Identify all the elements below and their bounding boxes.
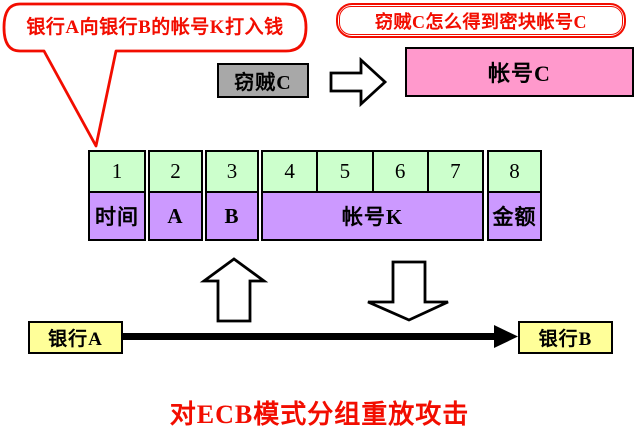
block-number-cell: 7 (426, 152, 482, 191)
thief-label: 窃贼C (234, 72, 292, 94)
block-number-cell: 5 (316, 152, 371, 191)
hollow-right-block-arrow-icon (329, 56, 388, 108)
block-number-cell: 1 (111, 159, 123, 183)
field-cell-time: 时间 (90, 193, 144, 239)
question-text: 窃贼C怎么得到密块帐号C (375, 11, 587, 32)
hollow-down-block-arrow-icon (367, 260, 449, 322)
block-number-cell: 6 (371, 152, 427, 191)
record-unit-receiver: 3 B (205, 150, 259, 241)
block-number-row: 8 (489, 152, 540, 193)
bank-b-label: 银行B (538, 329, 593, 350)
field-cell-account-k: 帐号K (263, 193, 482, 239)
hollow-up-block-arrow-icon (199, 257, 269, 323)
block-number-row: 3 (207, 152, 257, 193)
block-number-row: 1 (90, 152, 144, 193)
field-cell-a: A (150, 193, 201, 239)
callout-text: 银行A向银行B的帐号K打入钱 (26, 17, 284, 38)
block-number-cell: 3 (226, 159, 238, 183)
question-box-inner-border: 窃贼C怎么得到密块帐号C (339, 6, 623, 35)
field-cell-b: B (207, 193, 257, 239)
account-label: 帐号C (488, 61, 551, 86)
speech-bubble-callout-icon (2, 2, 308, 148)
bank-a-box: 银行A (28, 321, 123, 354)
page-title: 对ECB模式分组重放攻击 (169, 400, 470, 429)
block-number-row: 2 (150, 152, 201, 193)
record-unit-sender: 2 A (148, 150, 203, 241)
field-cell-amount: 金额 (489, 193, 540, 239)
record-unit-amount: 8 金额 (487, 150, 542, 241)
block-number-row: 4 5 6 7 (263, 152, 482, 193)
thief-box: 窃贼C (217, 63, 309, 98)
thick-right-arrow-icon (122, 325, 518, 348)
block-number-cell: 8 (509, 159, 520, 183)
question-box: 窃贼C怎么得到密块帐号C (336, 3, 626, 38)
account-box: 帐号C (405, 47, 634, 97)
block-number-cell: 2 (170, 159, 181, 183)
record-unit-account: 4 5 6 7 帐号K (261, 150, 484, 241)
bank-b-box: 银行B (518, 321, 613, 354)
block-number-cell: 4 (284, 159, 295, 183)
bank-a-label: 银行A (48, 329, 103, 350)
record-unit-time: 1 时间 (88, 150, 146, 241)
